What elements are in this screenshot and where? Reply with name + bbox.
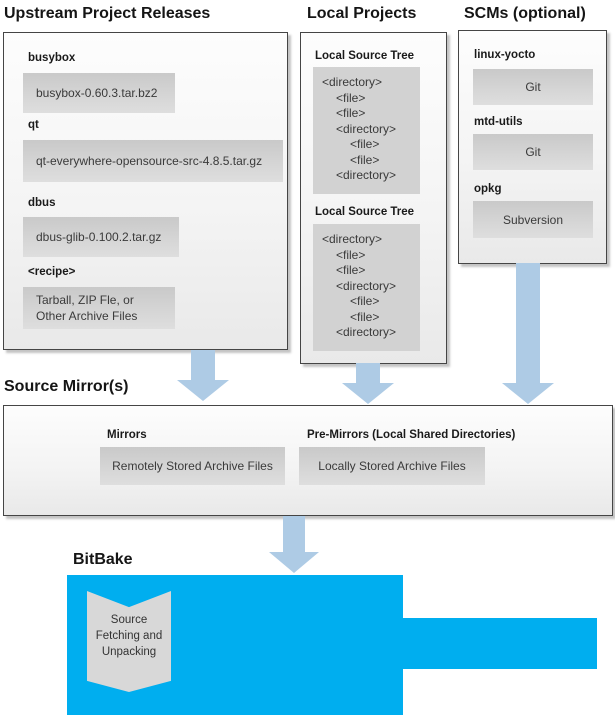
bitbake-output-arm (401, 618, 597, 669)
package-label: qt (28, 119, 39, 131)
premirrors-value-box: Locally Stored Archive Files (299, 447, 485, 485)
recipe-label: <recipe> (28, 266, 76, 278)
scms-panel: linux-yocto Git mtd-utils Git opkg Subve… (458, 30, 607, 264)
tree-entry: <directory> (336, 121, 397, 136)
down-arrow-icon (342, 363, 394, 404)
local-source-tree-label: Local Source Tree (315, 206, 415, 218)
tree-entry: <file> (350, 152, 380, 167)
tree-entry: <file> (350, 294, 380, 308)
tree-entry: <file> (350, 137, 380, 151)
recipe-file-box: Tarball, ZIP Fle, or Other Archive Files (23, 287, 175, 329)
tree-entry: <file> (336, 247, 366, 262)
down-arrow-icon (269, 516, 319, 573)
tree-entry: <directory> (336, 168, 397, 182)
package-label: busybox (28, 52, 76, 64)
tree-entry: <directory> (336, 325, 397, 339)
arrow-head (269, 552, 319, 573)
arrow-shaft (191, 350, 215, 381)
down-arrow-icon (177, 350, 229, 401)
arrow-head (342, 383, 394, 404)
scm-project-label: mtd-utils (474, 116, 523, 128)
package-file-box: dbus-glib-0.100.2.tar.gz (23, 217, 179, 257)
source-mirrors-heading: Source Mirror(s) (4, 378, 129, 395)
premirrors-label: Pre-Mirrors (Local Shared Directories) (307, 429, 516, 441)
down-arrow-icon (502, 263, 554, 404)
scm-type-box: Git (473, 134, 593, 170)
bitbake-heading: BitBake (73, 551, 133, 568)
tree-entry: <directory> (336, 278, 397, 293)
tree-entry: <directory> (322, 75, 383, 89)
scm-type-box: Git (473, 69, 593, 105)
source-tree-box: <directory> <file> <file> <directory> <f… (313, 67, 420, 194)
upstream-heading: Upstream Project Releases (4, 5, 211, 22)
scm-project-label: opkg (474, 183, 502, 195)
tree-entry: <file> (336, 90, 366, 105)
scms-heading: SCMs (optional) (464, 5, 586, 22)
tree-entry: <file> (336, 263, 366, 277)
source-fetching-ribbon: Source Fetching and Unpacking (87, 591, 171, 692)
source-mirrors-panel: Mirrors Remotely Stored Archive Files Pr… (3, 405, 613, 516)
mirrors-value-box: Remotely Stored Archive Files (100, 447, 285, 485)
tree-entry: <directory> (322, 232, 383, 246)
package-file-box: qt-everywhere-opensource-src-4.8.5.tar.g… (23, 140, 283, 182)
package-file-box: busybox-0.60.3.tar.bz2 (23, 73, 175, 113)
local-projects-panel: Local Source Tree <directory> <file> <fi… (300, 32, 447, 364)
arrow-shaft (356, 363, 380, 384)
local-source-tree-label: Local Source Tree (315, 50, 415, 62)
upstream-panel: busybox busybox-0.60.3.tar.bz2 qt qt-eve… (3, 32, 288, 350)
scm-type-box: Subversion (473, 201, 593, 238)
local-projects-heading: Local Projects (307, 5, 417, 22)
source-tree-box: <directory> <file> <file> <directory> <f… (313, 224, 420, 351)
scm-project-label: linux-yocto (474, 49, 536, 61)
tree-entry: <file> (336, 106, 366, 120)
arrow-head (502, 383, 554, 404)
tree-entry: <file> (350, 309, 380, 324)
arrow-head (177, 380, 229, 401)
arrow-shaft (516, 263, 540, 384)
mirrors-label: Mirrors (107, 429, 147, 441)
package-label: dbus (28, 197, 56, 209)
arrow-shaft (283, 516, 305, 553)
